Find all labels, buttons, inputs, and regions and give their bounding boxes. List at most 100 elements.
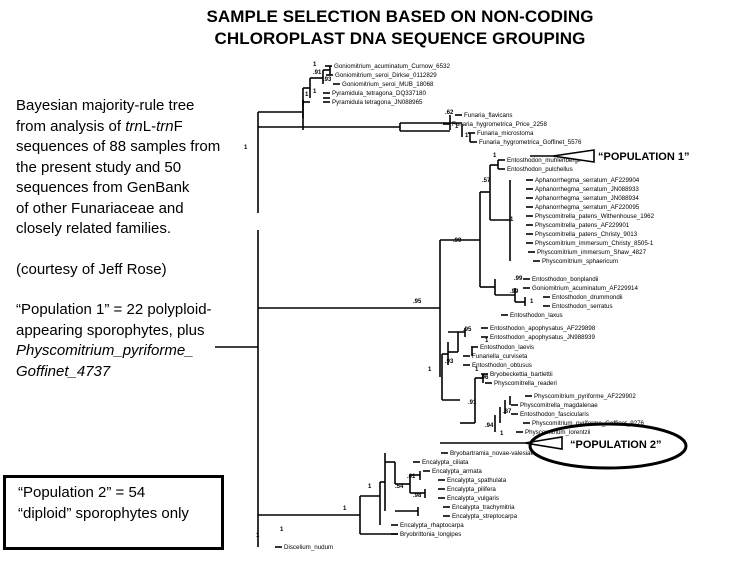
taxon-label: Discelium_nudum bbox=[284, 544, 333, 551]
taxon-label: Physcomitrium_lorentzii bbox=[525, 429, 590, 436]
taxon-label: Funaria_microstoma bbox=[477, 130, 534, 137]
support-value: .99 bbox=[453, 238, 462, 244]
support-value: 1 bbox=[244, 145, 248, 151]
support-value: 1 bbox=[428, 367, 432, 373]
support-value: .61 bbox=[407, 474, 416, 480]
population-2-callout: “POPULATION 2” bbox=[570, 439, 661, 451]
support-value: 1 bbox=[455, 124, 459, 130]
support-value: 1 bbox=[465, 133, 469, 139]
taxon-label: Pyramidula_tetragona_DQ337180 bbox=[332, 90, 426, 97]
taxon-label: Aphanorrhegma_serratum_AF229904 bbox=[535, 177, 640, 184]
desc-text-a: Bayesian majority-rule tree from analysi… bbox=[16, 97, 195, 135]
taxon-label: Entosthodon_apophysatus_AF229898 bbox=[490, 325, 596, 332]
taxon-label: Physcomitrella_patens_Withenhouse_1962 bbox=[535, 213, 655, 220]
population-2-line-1: “Population 2” = 54 bbox=[18, 484, 146, 501]
title-line-1: SAMPLE SELECTION BASED ON NON-CODING bbox=[206, 7, 594, 26]
taxon-label: Aphanorrhegma_serratum_JN088933 bbox=[535, 186, 639, 193]
support-value: .95 bbox=[413, 299, 422, 305]
population-2-collapsed-clade bbox=[524, 436, 563, 450]
taxon-label: Goniomitrium_seroi_Dirkse_0112829 bbox=[335, 72, 437, 79]
support-value: .93 bbox=[323, 77, 332, 83]
taxon-label: Encalypta_spathulata bbox=[447, 477, 507, 484]
support-value: .99 bbox=[514, 276, 523, 282]
taxon-label: Encalypta_vulgaris bbox=[447, 495, 499, 502]
taxon-label: Funaria_flavicans bbox=[464, 112, 513, 119]
taxon-label: Encalypta_rhaptocarpa bbox=[400, 522, 464, 529]
credit-line: (courtesy of Jeff Rose) bbox=[16, 260, 167, 278]
support-value: 1 bbox=[485, 338, 489, 344]
support-value: 1 bbox=[280, 527, 284, 533]
support-value: 1 bbox=[313, 62, 317, 68]
gene-italic-1: trn bbox=[125, 117, 143, 135]
taxon-label: Physcomitrella_readeri bbox=[494, 380, 557, 387]
population-1-note: “Population 1” = 22 polyploid-appearing … bbox=[16, 300, 221, 382]
support-value: 1 bbox=[493, 153, 497, 159]
population-1-callout: “POPULATION 1” bbox=[598, 151, 689, 163]
taxon-label: Encalypta_trachymitria bbox=[452, 504, 515, 511]
desc-text-c: F sequences of 88 samples from the prese… bbox=[16, 117, 221, 197]
taxon-label: Physcomitrium_pyriforme_AF229902 bbox=[534, 393, 636, 400]
taxon-label: Goniomitrium_seroi_MUB_18068 bbox=[342, 81, 434, 88]
support-value: .99 bbox=[510, 289, 519, 295]
taxon-label: Funaria_hygrometrica_Goffinet_5576 bbox=[479, 139, 582, 146]
support-value: .91 bbox=[313, 70, 322, 76]
taxon-label: Physcomitrella_patens_AF229901 bbox=[535, 222, 630, 229]
taxon-label: Entosthodon_laevis bbox=[480, 344, 534, 351]
taxon-label: Bryobeckettia_bartlettii bbox=[490, 371, 553, 378]
support-value: .87 bbox=[503, 409, 512, 415]
taxon-label: Encalypta_streptocarpa bbox=[452, 513, 518, 520]
population-2-highlight-ellipse bbox=[528, 422, 688, 470]
support-value: 1 bbox=[256, 533, 260, 539]
support-value: .54 bbox=[395, 484, 404, 490]
support-value: 1 bbox=[475, 367, 479, 373]
support-value: .98 bbox=[413, 493, 422, 499]
taxon-label: Physcomitrium_immersum_Christy_8505-1 bbox=[535, 240, 654, 247]
support-value: .62 bbox=[445, 110, 454, 116]
taxon-label: Physcomitrella_magdalenae bbox=[520, 402, 598, 409]
taxon-label: Entosthodon_laxus bbox=[510, 312, 563, 319]
description-paragraph: Bayesian majority-rule tree from analysi… bbox=[16, 96, 221, 199]
taxon-label: Funaria_hygrometrica_Price_2258 bbox=[452, 121, 547, 128]
support-value: 1 bbox=[530, 299, 534, 305]
taxon-label: Entosthodon_obtusus bbox=[472, 362, 532, 369]
support-value: .57 bbox=[482, 178, 491, 184]
support-value: .93 bbox=[445, 359, 454, 365]
taxon-label: Encalypta_ciliata bbox=[422, 459, 469, 466]
support-value: .91 bbox=[468, 400, 477, 406]
taxon-label: Entosthodon_apophysatus_JN988939 bbox=[490, 334, 595, 341]
taxon-label: Aphanorrhegma_serratum_JN088934 bbox=[535, 195, 639, 202]
population-2-line-2: “diploid” sporophytes only bbox=[18, 504, 189, 522]
taxon-label: Physcomitrella_patens_Christy_9013 bbox=[535, 231, 638, 238]
taxon-label: Goniomitrium_acuminatum_Curnow_6532 bbox=[334, 63, 450, 70]
taxon-label: Physcomitrium_immersum_Shaw_4827 bbox=[537, 249, 647, 256]
slide-title: SAMPLE SELECTION BASED ON NON-CODING CHL… bbox=[165, 6, 635, 50]
population-1-collapsed-clade bbox=[552, 149, 595, 163]
support-value: 1 bbox=[500, 431, 504, 437]
title-line-2: CHLOROPLAST DNA SEQUENCE GROUPING bbox=[214, 29, 586, 48]
support-value: .95 bbox=[463, 327, 472, 333]
support-value: 1 bbox=[305, 92, 309, 98]
taxon-label: Entosthodon_fascicularis bbox=[520, 411, 589, 418]
support-value: .96 bbox=[480, 375, 489, 381]
taxon-label: Entosthodon_bonplandii bbox=[532, 276, 598, 283]
support-value: .94 bbox=[485, 423, 494, 429]
support-value: 1 bbox=[368, 484, 372, 490]
pop1-italic-taxon: Physcomitrium_pyriforme_ Goffinet_4737 bbox=[16, 342, 194, 380]
pop1-text: “Population 1” = 22 polyploid-appearing … bbox=[16, 301, 212, 339]
taxon-label: Pyramidula tetragona_JN088965 bbox=[332, 99, 423, 106]
taxon-label: Encalypta_armata bbox=[432, 468, 482, 475]
taxon-label: Aphanorrhegma_serratum_AF220095 bbox=[535, 204, 640, 211]
description-panel: Bayesian majority-rule tree from analysi… bbox=[16, 96, 221, 382]
support-value: 1 bbox=[510, 217, 514, 223]
desc-text-b: L- bbox=[142, 117, 157, 135]
taxon-label: Goniomitrium_acuminatum_AF229914 bbox=[532, 285, 638, 292]
gene-italic-2: trn bbox=[156, 117, 174, 135]
taxon-label: Entosthodon_drummondii bbox=[552, 294, 623, 301]
taxon-label: Funariella_curviseta bbox=[472, 353, 528, 360]
taxon-label: Physcomitrium_sphaericum bbox=[542, 258, 618, 265]
taxon-label: Entosthodon_serratus bbox=[552, 303, 613, 310]
taxon-label: Encalypta_pilifera bbox=[447, 486, 496, 493]
taxon-label: Bryobrittonia_longipes bbox=[400, 531, 461, 538]
taxon-label: Bryobartramia_novae-valesiae bbox=[450, 450, 534, 457]
